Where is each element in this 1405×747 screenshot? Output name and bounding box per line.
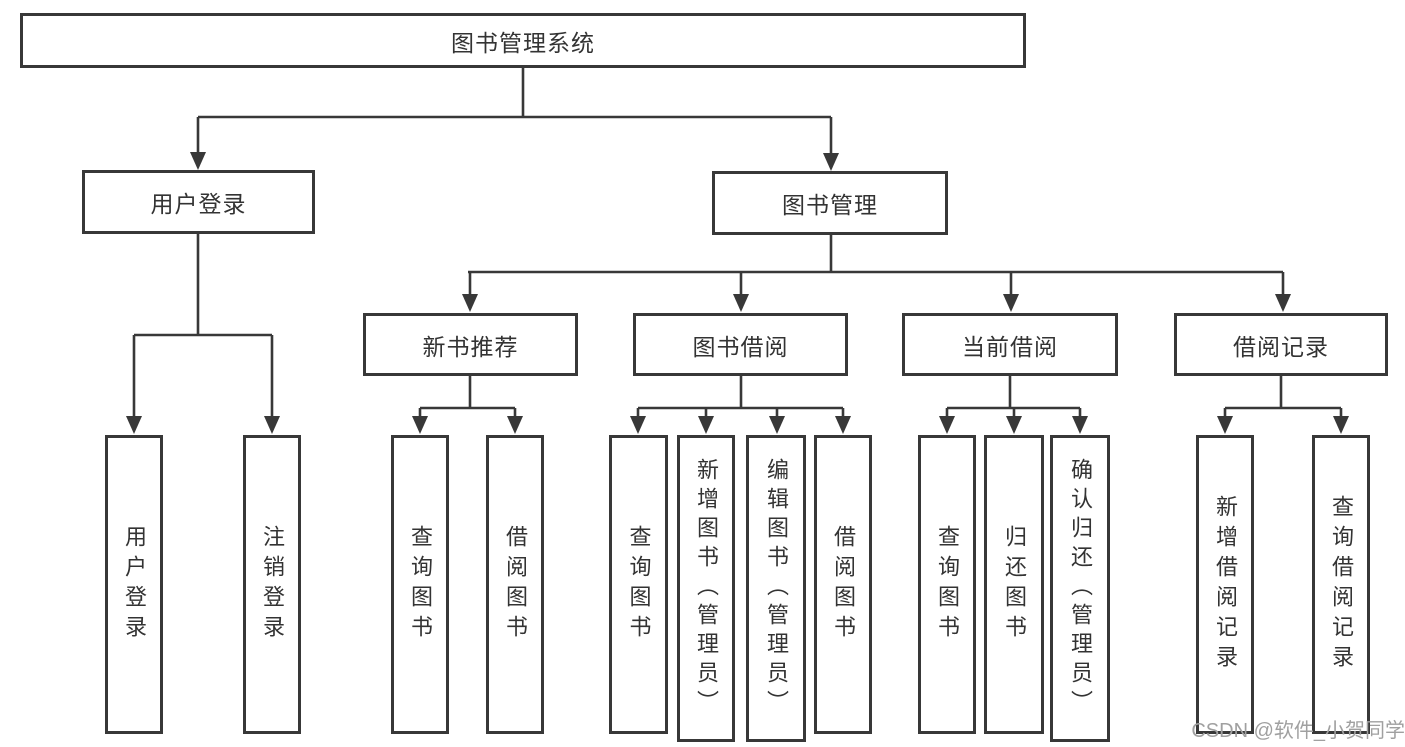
- leaf-add-borrow-record: 新增借阅记录: [1196, 435, 1254, 734]
- node-label: 图书借阅: [692, 333, 789, 360]
- leaf-query-books-borrow: 查询图书: [609, 435, 668, 734]
- node-label: 借阅图书: [831, 524, 856, 645]
- node-label: 新增借阅记录: [1213, 494, 1238, 675]
- leaf-user-login: 用户登录: [105, 435, 163, 734]
- leaf-logout: 注销登录: [243, 435, 301, 734]
- leaf-return-book: 归还图书: [984, 435, 1044, 734]
- leaf-borrow-books-recommend: 借阅图书: [486, 435, 544, 734]
- leaf-query-books-current: 查询图书: [918, 435, 976, 734]
- node-label: 注销登录: [260, 524, 285, 645]
- node-book-management: 图书管理: [712, 171, 948, 235]
- node-current-borrow: 当前借阅: [902, 313, 1118, 376]
- node-label: 当前借阅: [962, 333, 1058, 360]
- leaf-add-book-admin: 新增图书（管理员）: [677, 435, 735, 742]
- node-label: 用户登录: [150, 191, 247, 217]
- node-label: 查询借阅记录: [1329, 494, 1354, 675]
- node-borrow-records: 借阅记录: [1174, 313, 1388, 376]
- leaf-query-books-recommend: 查询图书: [391, 435, 449, 734]
- node-label: 图书管理系统: [451, 29, 595, 56]
- node-label: 查询图书: [408, 524, 433, 645]
- node-label: 借阅记录: [1233, 333, 1329, 360]
- node-root-library-system: 图书管理系统: [20, 13, 1026, 68]
- csdn-watermark: CSDN @软件_小贺同学: [1191, 720, 1405, 742]
- leaf-query-borrow-record: 查询借阅记录: [1312, 435, 1370, 734]
- node-label: 用户登录: [122, 524, 147, 645]
- node-new-book-recommend: 新书推荐: [363, 313, 578, 376]
- node-label: 编辑图书（管理员）: [764, 458, 789, 719]
- node-label: 图书管理: [782, 192, 878, 218]
- node-label: 查询图书: [935, 524, 960, 645]
- node-label: 确认归还（管理员）: [1068, 458, 1093, 719]
- node-label: 借阅图书: [503, 524, 528, 645]
- leaf-borrow-books: 借阅图书: [814, 435, 872, 734]
- node-label: 新书推荐: [422, 333, 519, 360]
- leaf-edit-book-admin: 编辑图书（管理员）: [746, 435, 806, 742]
- node-user-login: 用户登录: [82, 170, 315, 234]
- node-book-borrow: 图书借阅: [633, 313, 848, 376]
- node-label: 归还图书: [1002, 524, 1027, 645]
- leaf-confirm-return-admin: 确认归还（管理员）: [1050, 435, 1110, 742]
- node-label: 新增图书（管理员）: [694, 458, 719, 719]
- node-label: 查询图书: [626, 524, 652, 645]
